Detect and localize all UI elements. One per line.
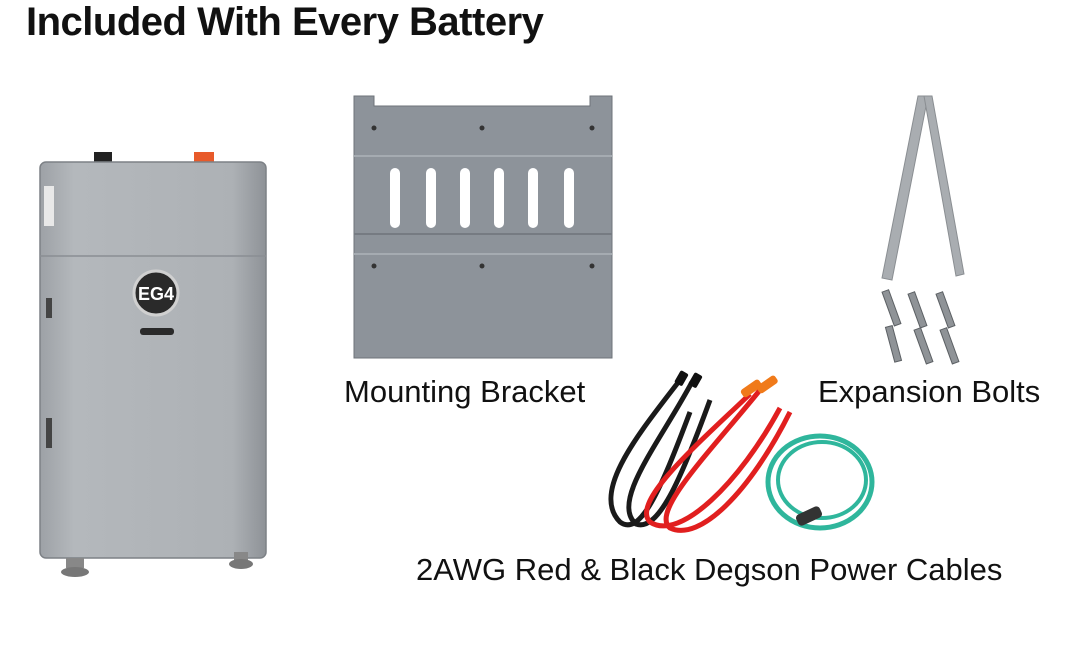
mounting-bracket-image — [353, 95, 613, 359]
expansion-bolts-label: Expansion Bolts — [818, 374, 1041, 409]
battery-image: EG4 — [39, 152, 267, 577]
power-cables-image — [608, 370, 875, 533]
power-cables-label: 2AWG Red & Black Degson Power Cables — [416, 552, 1003, 587]
page-title: Included With Every Battery — [26, 0, 544, 44]
svg-text:EG4: EG4 — [138, 284, 174, 304]
black-terminal — [94, 152, 112, 164]
expansion-bolts-image — [881, 95, 965, 365]
orange-terminal — [194, 152, 214, 164]
battery-body — [39, 161, 267, 559]
mounting-bracket-label: Mounting Bracket — [344, 374, 586, 409]
eg4-logo-icon — [132, 269, 180, 317]
